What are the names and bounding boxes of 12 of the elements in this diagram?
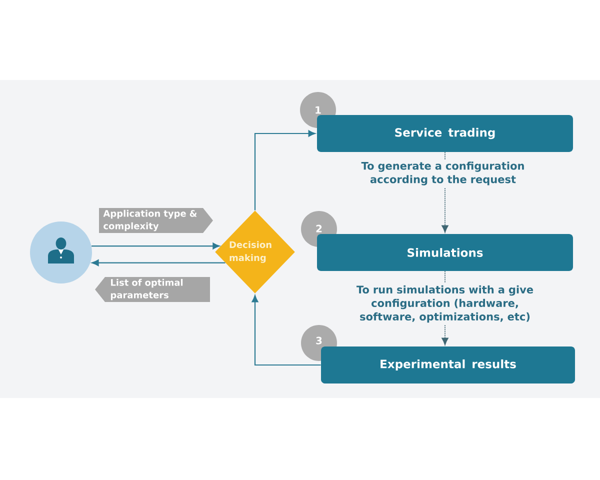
- tag-label: List of optimal parameters: [95, 277, 210, 302]
- arrow: [254, 130, 316, 210]
- tag-label: Application type & complexity: [99, 208, 213, 233]
- process-box: Experimental results: [321, 346, 575, 384]
- arrow: [252, 295, 321, 366]
- edge-label: To run simulations with a give configuration (hardware, software, optimizations, etc): [356, 285, 534, 323]
- edge-label: To generate a configuration according to the request: [361, 162, 524, 186]
- process-box: Service trading: [317, 115, 573, 152]
- person-avatar: [30, 222, 92, 284]
- arrow: [92, 260, 226, 266]
- arrow: [92, 242, 220, 250]
- process-box: Simulations: [317, 234, 573, 271]
